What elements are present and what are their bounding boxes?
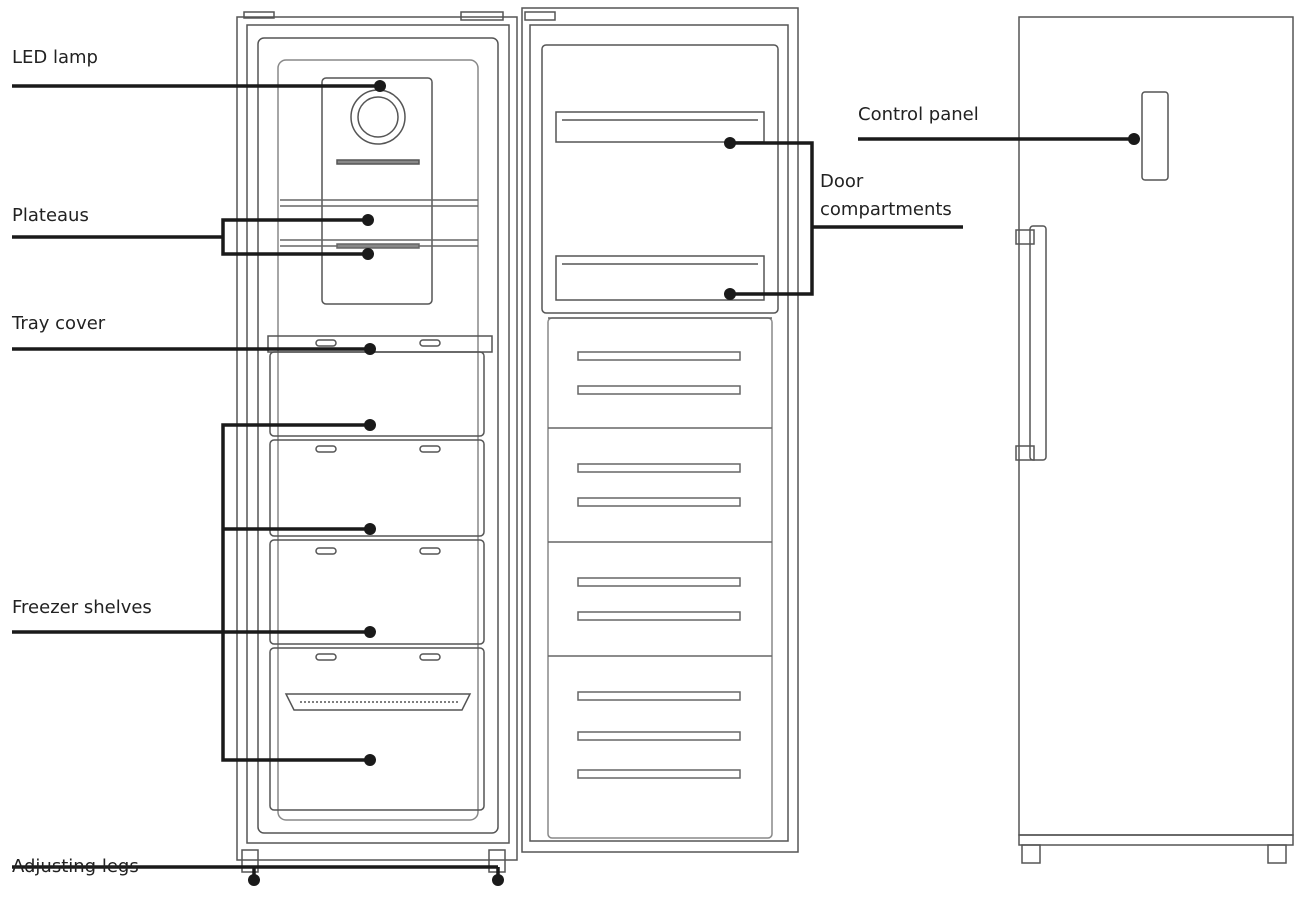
tray-cover (267, 335, 493, 353)
label-door-compartments-line2: compartments (820, 199, 952, 220)
door-rails (548, 317, 772, 779)
label-control-panel: Control panel (858, 104, 979, 125)
label-freezer-shelves: Freezer shelves (12, 597, 152, 618)
open-door (521, 7, 799, 853)
led-lamp-housing (321, 77, 433, 305)
label-door-compartments-line1: Door (820, 171, 864, 192)
label-adjusting-legs: Adjusting legs (12, 856, 139, 877)
label-led-lamp: LED lamp (12, 47, 98, 68)
label-plateaus: Plateaus (12, 205, 89, 226)
leader-lines (12, 84, 1134, 880)
door-compartment-bins (555, 111, 765, 301)
label-tray-cover: Tray cover (12, 313, 106, 334)
leader-dots (248, 80, 1140, 886)
freezer-drawers (269, 351, 485, 811)
plateau-shelves (280, 199, 478, 249)
closed-freezer (1015, 16, 1294, 864)
